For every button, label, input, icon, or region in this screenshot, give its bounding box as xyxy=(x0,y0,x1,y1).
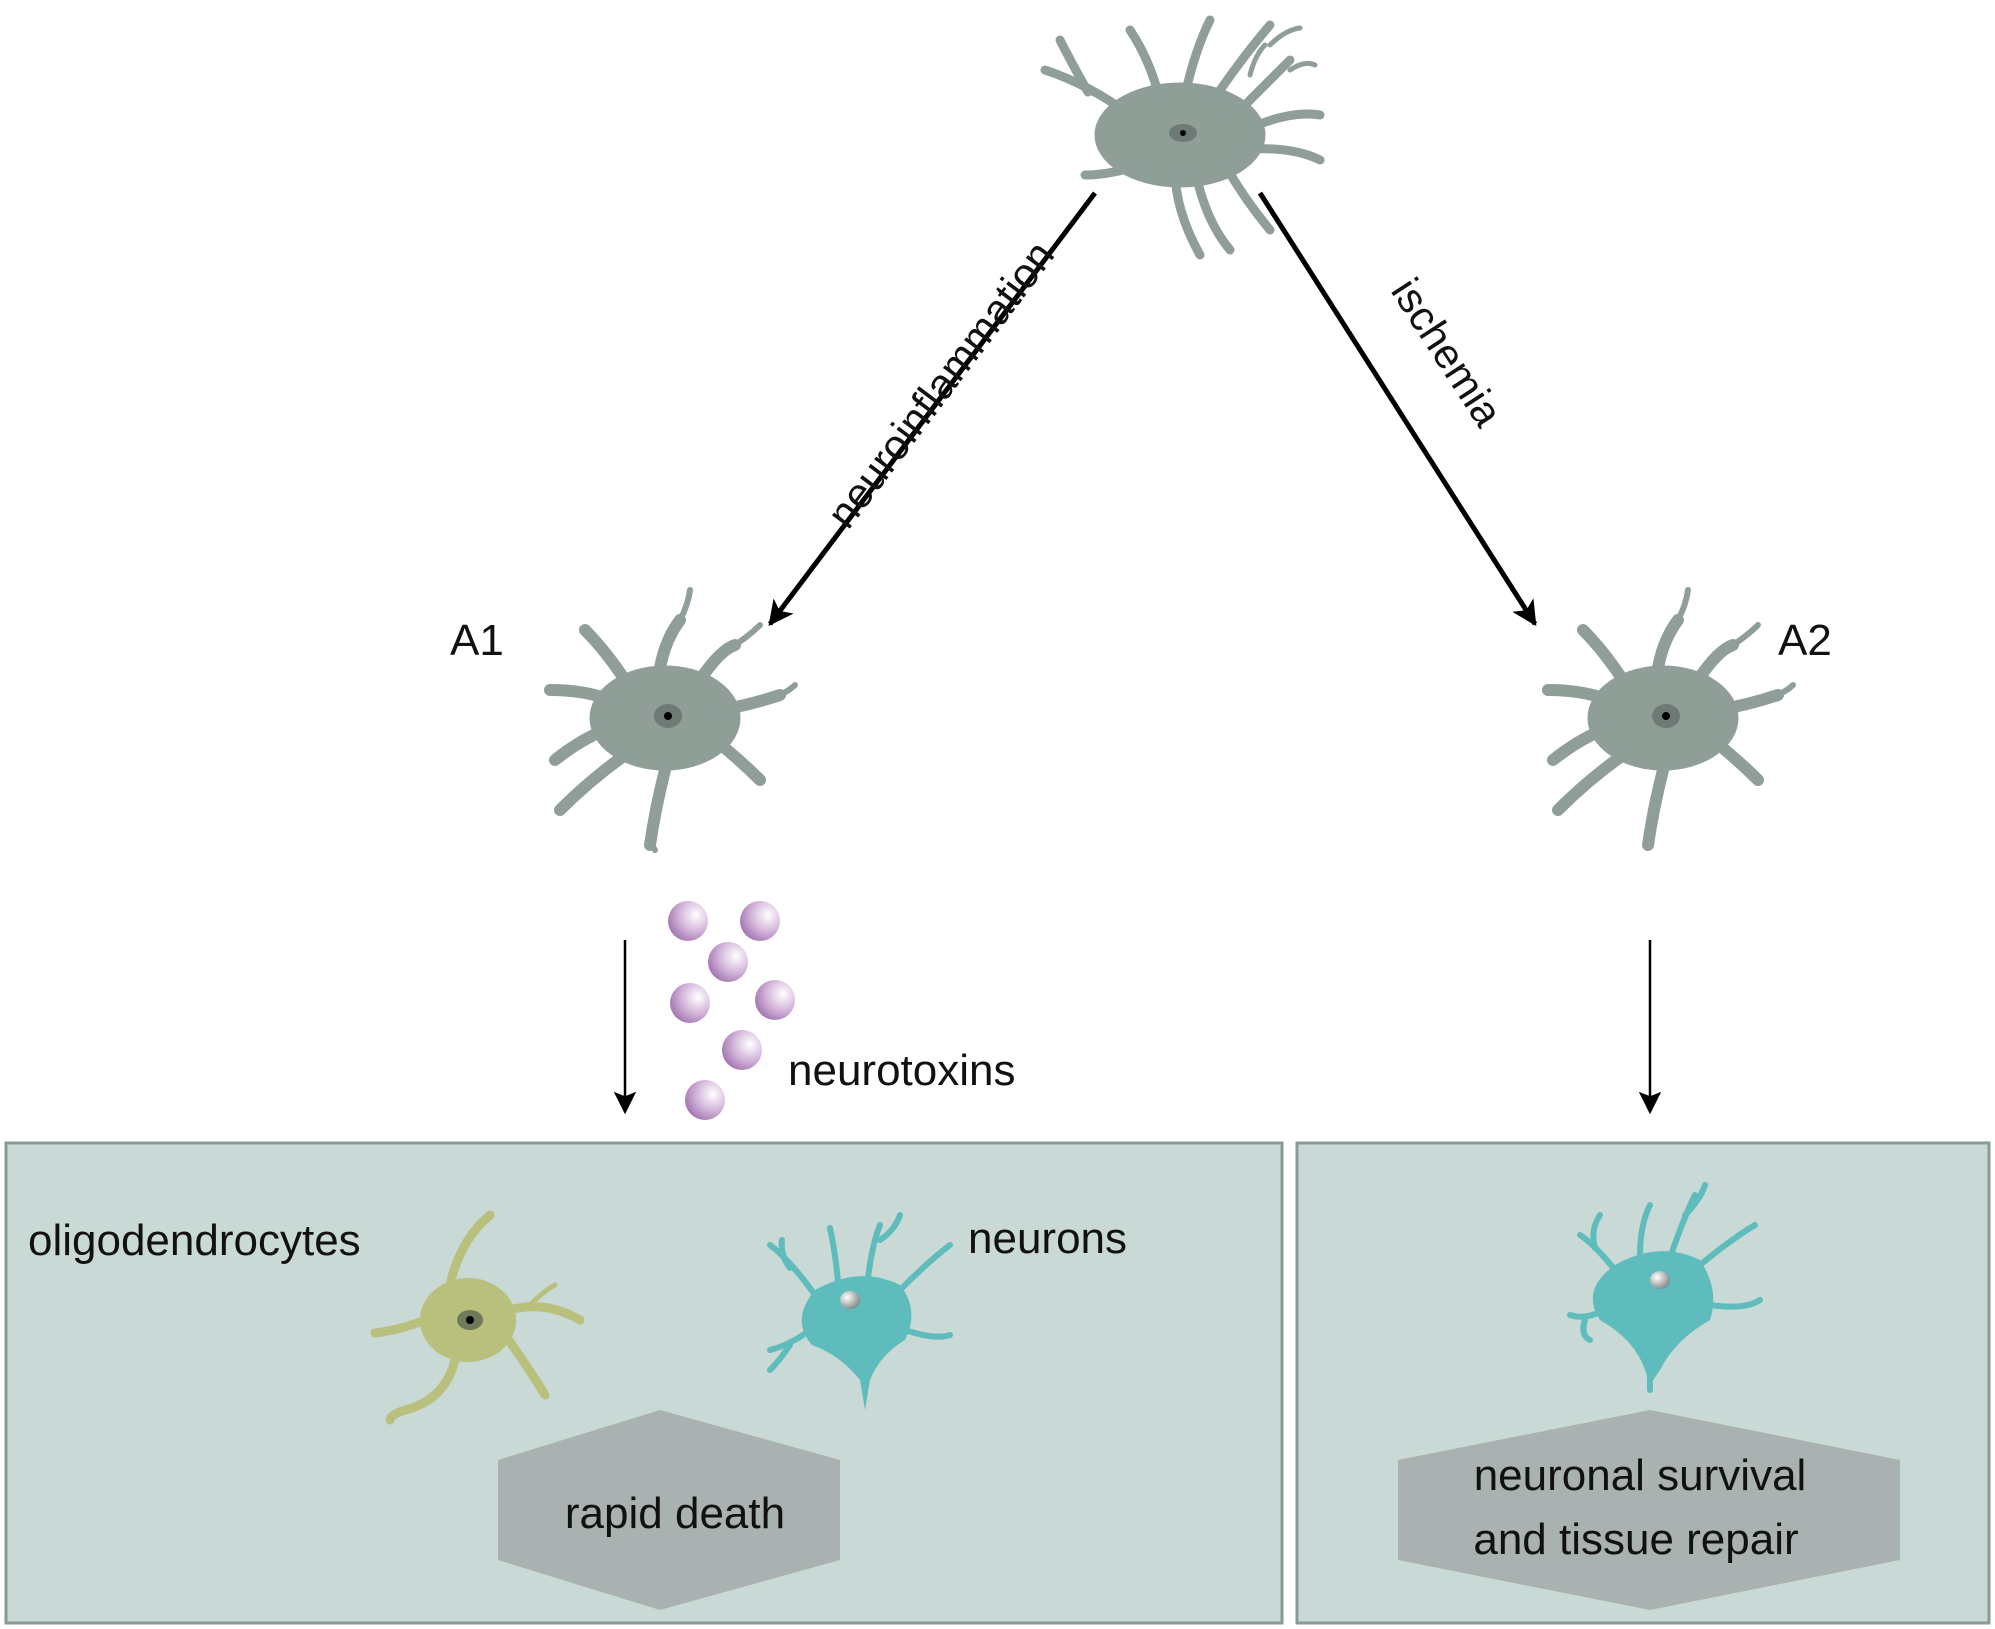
oligodendrocytes-label: oligodendrocytes xyxy=(28,1216,361,1265)
oligodendrocyte-icon xyxy=(370,1210,585,1425)
neurotoxins-label: neurotoxins xyxy=(788,1046,1015,1095)
rapid-death-label: rapid death xyxy=(565,1489,785,1538)
a1-label: A1 xyxy=(450,616,504,665)
neurons-label: neurons xyxy=(968,1214,1127,1263)
neuroinflammation-arrow xyxy=(768,191,1097,626)
neurotoxin-particle-icon xyxy=(740,901,780,941)
a1-astrocyte-icon xyxy=(544,587,798,853)
a2-label: A2 xyxy=(1778,616,1832,665)
neuron-icon xyxy=(767,1212,953,1410)
neurotoxin-particle-icon xyxy=(755,980,795,1020)
neurotoxin-particles xyxy=(668,901,795,1120)
a2-astrocyte-icon xyxy=(1542,587,1796,851)
neurotoxin-particle-icon xyxy=(708,942,748,982)
neuronal-survival-label-line2: and tissue repair xyxy=(1473,1515,1798,1564)
neuronal-survival-hexagon xyxy=(1398,1410,1900,1610)
neuronal-survival-label-line1: neuronal survival xyxy=(1474,1451,1807,1500)
ischemia-arrow xyxy=(1257,191,1538,627)
ischemia-label: ischemia xyxy=(1382,270,1512,435)
resting-astrocyte-icon xyxy=(1040,15,1325,260)
neurotoxin-particle-icon xyxy=(722,1030,762,1070)
neuroinflammation-label: neuroinflammation xyxy=(818,232,1063,536)
neuron-icon xyxy=(1567,1182,1763,1393)
neurotoxin-particle-icon xyxy=(670,983,710,1023)
neurotoxin-particle-icon xyxy=(668,901,708,941)
rapid-death-hexagon xyxy=(498,1410,840,1610)
neurotoxin-particle-icon xyxy=(685,1080,725,1120)
